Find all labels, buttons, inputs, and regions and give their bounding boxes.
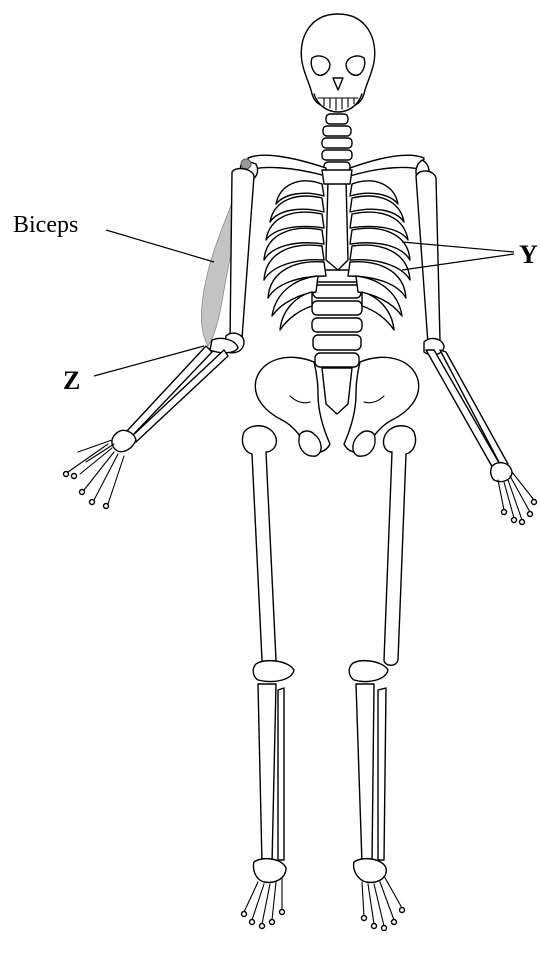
biceps-label: Biceps bbox=[13, 212, 78, 239]
y-leader-line-lower bbox=[402, 254, 514, 270]
skull bbox=[301, 14, 375, 112]
left-arm bbox=[64, 169, 255, 509]
right-arm bbox=[416, 171, 537, 525]
right-leg bbox=[349, 426, 415, 931]
biceps-leader-line bbox=[106, 230, 214, 262]
left-leg bbox=[242, 426, 295, 929]
label-z: Z bbox=[63, 366, 80, 396]
y-leader-line-upper bbox=[402, 242, 514, 252]
label-y: Y bbox=[519, 240, 538, 270]
